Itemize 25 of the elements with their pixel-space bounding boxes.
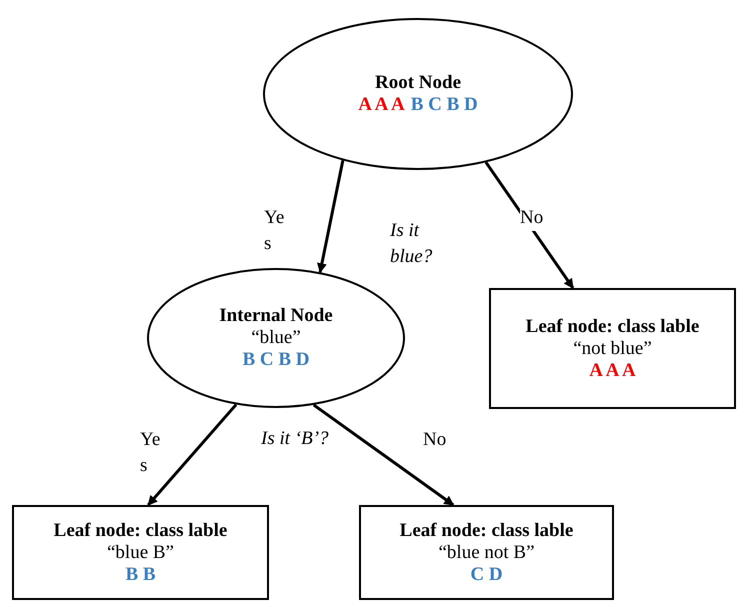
class-letters: B C B D [242,349,310,371]
class-letters: A A A [358,94,405,116]
split-question: Is it blue? [390,219,434,269]
node-title: Leaf node: class lable [526,316,700,338]
decision-node [263,18,573,170]
decision-node [147,268,405,408]
class-label: “not blue” [573,338,652,360]
class-letters: B C B D [410,94,478,116]
class-label: “blue” [251,327,301,349]
arrow [317,160,344,274]
node-title: Internal Node [219,305,333,327]
leaf-node-box [359,505,614,600]
class-letters: C D [470,564,503,586]
arrow [147,404,238,506]
node-title: Leaf node: class lable [54,520,228,542]
leaf-node-box [489,288,736,409]
arrow [312,404,454,506]
split-question: Is it ‘B’? [261,427,330,451]
class-label: “blue B” [106,542,174,564]
leaf-node-box [12,505,269,600]
class-label: “blue not B” [438,542,535,564]
node-title: Root Node [374,72,462,94]
node-title: Leaf node: class lable [400,520,574,542]
class-letters: A A A [589,360,636,382]
class-letters: B B [125,564,156,586]
